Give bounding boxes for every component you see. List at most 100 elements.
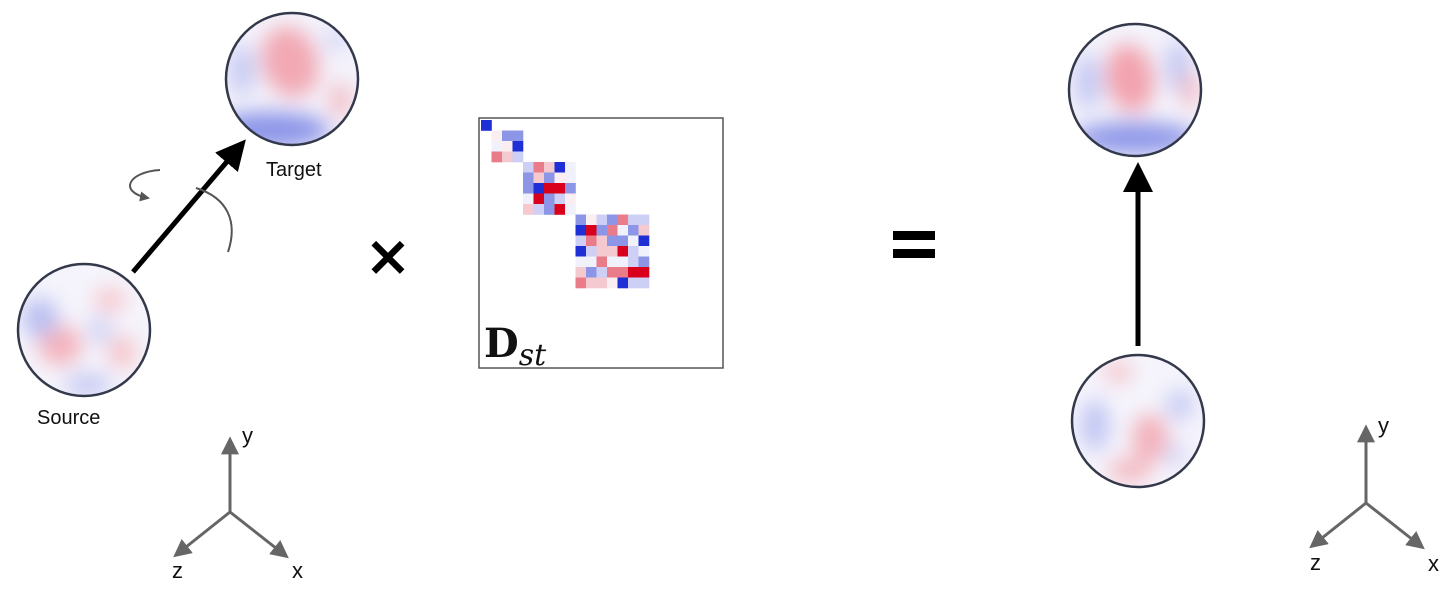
matrix-cell <box>596 246 608 257</box>
z-axis-right <box>1309 501 1367 549</box>
matrix-cell <box>596 235 608 247</box>
matrix-cell <box>512 130 524 142</box>
matrix-cell <box>617 277 629 289</box>
source-sphere-right <box>1070 353 1206 489</box>
x-axis-right <box>1365 501 1425 550</box>
matrix-cell <box>554 193 566 205</box>
matrix-cell <box>596 277 608 289</box>
matrix-cell <box>607 225 618 236</box>
matrix-cell <box>617 225 629 236</box>
matrix-cell <box>544 193 555 205</box>
matrix-cell <box>638 235 650 247</box>
matrix-cell <box>502 141 513 152</box>
source-to-target-arrow <box>131 139 246 274</box>
source-sphere-left <box>16 262 152 398</box>
matrix-cell <box>586 267 597 278</box>
matrix-label: Dst <box>484 320 547 373</box>
x-axis-label-right: x <box>1428 551 1439 576</box>
matrix-cell <box>554 162 566 173</box>
matrix-cell <box>575 256 587 268</box>
matrix-cell <box>565 162 576 173</box>
matrix-cell <box>533 193 545 205</box>
matrix-cell <box>575 214 587 226</box>
matrix-cell <box>628 214 639 226</box>
matrix-cell <box>491 151 503 163</box>
wigner-matrix <box>478 117 724 369</box>
matrix-cell <box>544 162 555 173</box>
matrix-cell <box>628 246 639 257</box>
target-sphere-right <box>1067 22 1203 158</box>
matrix-cell <box>596 267 608 278</box>
matrix-cell <box>554 204 566 215</box>
matrix-cell <box>586 225 597 236</box>
matrix-cell <box>533 172 545 184</box>
y-axis-label-right: y <box>1378 413 1389 438</box>
y-axis-label-left: y <box>242 423 253 448</box>
matrix-cell <box>638 214 650 226</box>
matrix-cell <box>607 246 618 257</box>
matrix-cell <box>491 141 503 152</box>
matrix-cell <box>638 246 650 257</box>
matrix-cell <box>638 267 650 278</box>
z-axis-left <box>173 510 231 558</box>
matrix-label-main: D <box>484 320 519 367</box>
matrix-cell <box>565 172 576 184</box>
source-label: Source <box>37 407 100 429</box>
matrix-cell <box>586 256 597 268</box>
matrix-cell <box>491 130 503 142</box>
matrix-cell <box>617 214 629 226</box>
z-axis-label-right: z <box>1310 550 1321 575</box>
matrix-cell <box>502 130 513 142</box>
matrix-cell <box>533 183 545 194</box>
target-sphere-left <box>224 11 360 147</box>
matrix-cell <box>586 235 597 247</box>
matrix-cell <box>544 204 555 215</box>
matrix-cell <box>638 277 650 289</box>
matrix-cell <box>544 172 555 184</box>
matrix-cell <box>628 277 639 289</box>
z-axis-label-left: z <box>172 558 183 583</box>
matrix-cell <box>512 151 524 163</box>
multiply-sign: × <box>365 224 412 289</box>
x-axis-left <box>229 510 289 559</box>
x-axis-label-left: x <box>292 558 303 583</box>
matrix-cell <box>617 267 629 278</box>
matrix-cell <box>523 204 534 215</box>
matrix-cell <box>554 183 566 194</box>
matrix-cell <box>586 246 597 257</box>
axes-right <box>1309 424 1425 550</box>
matrix-cells <box>481 120 650 289</box>
matrix-cell <box>607 235 618 247</box>
matrix-cell <box>575 235 587 247</box>
matrix-cell <box>628 235 639 247</box>
matrix-cell <box>575 225 587 236</box>
matrix-label-sub: st <box>519 338 547 373</box>
matrix-cell <box>607 256 618 268</box>
matrix-cell <box>586 214 597 226</box>
matrix-cell <box>596 256 608 268</box>
matrix-cell <box>638 225 650 236</box>
target-label: Target <box>266 159 322 181</box>
matrix-cell <box>628 256 639 268</box>
matrix-cell <box>617 256 629 268</box>
matrix-cell <box>554 172 566 184</box>
matrix-cell <box>523 172 534 184</box>
matrix-cell <box>638 256 650 268</box>
matrix-cell <box>533 162 545 173</box>
matrix-cell <box>512 141 524 152</box>
matrix-cell <box>596 214 608 226</box>
matrix-cell <box>533 204 545 215</box>
matrix-cell <box>575 267 587 278</box>
matrix-cell <box>607 267 618 278</box>
matrix-cell <box>617 235 629 247</box>
matrix-cell <box>617 246 629 257</box>
matrix-cell <box>502 151 513 163</box>
matrix-cell <box>607 214 618 226</box>
matrix-cell <box>575 277 587 289</box>
matrix-cell <box>628 225 639 236</box>
rotation-arrow-icon <box>129 169 233 253</box>
matrix-cell <box>544 183 555 194</box>
matrix-cell <box>586 277 597 289</box>
matrix-cell <box>523 193 534 205</box>
equals-sign <box>893 231 935 258</box>
